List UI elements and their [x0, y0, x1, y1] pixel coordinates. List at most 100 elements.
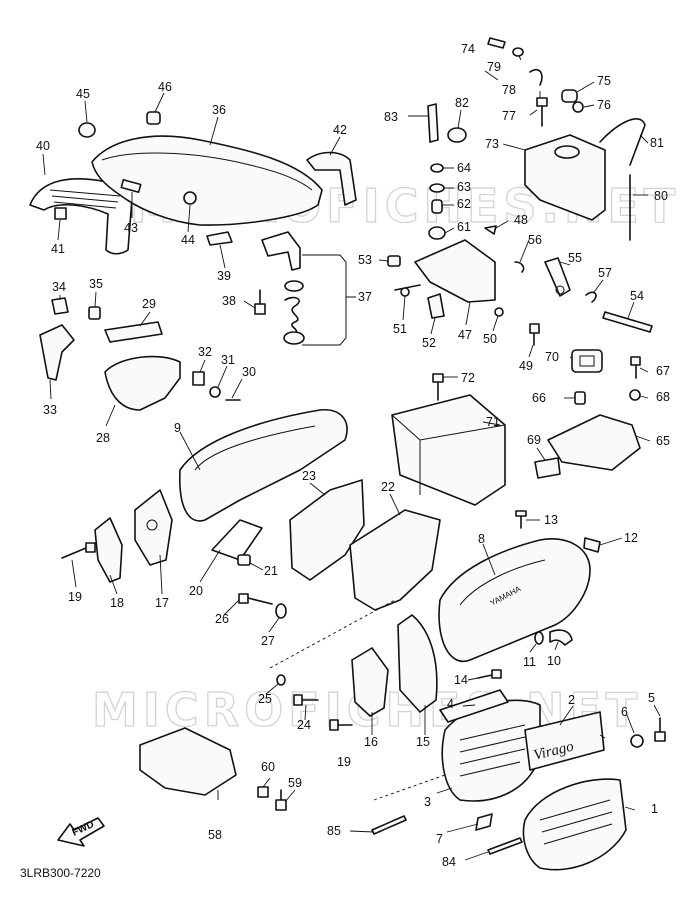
callout-73: 73 [485, 137, 499, 151]
bracket-37 [302, 254, 356, 346]
callout-62: 62 [457, 197, 471, 211]
callout-64: 64 [457, 161, 471, 175]
part-77-fitting [536, 97, 548, 127]
part-17-panel [134, 489, 173, 566]
callout-28: 28 [96, 431, 110, 445]
part-16-panel [351, 647, 389, 717]
part-19-bolt [61, 542, 96, 559]
part-22-plate [349, 509, 441, 611]
callout-19: 19 [68, 590, 82, 604]
part-21-grommet [237, 554, 251, 566]
callout-23: 23 [302, 469, 316, 483]
callout-20: 20 [189, 584, 203, 598]
callout-15: 15 [416, 735, 430, 749]
callout-60: 60 [261, 760, 275, 774]
callout-43: 43 [124, 221, 138, 235]
part-35-collar [88, 306, 101, 320]
part-70-damper [571, 349, 603, 373]
part-37-bracket [261, 231, 301, 271]
part-37-spring-set [283, 280, 305, 345]
callout-37: 37 [358, 290, 372, 304]
callout-27: 27 [261, 634, 275, 648]
callout-18: 18 [110, 596, 124, 610]
callout-63: 63 [457, 180, 471, 194]
part-63-washer [429, 183, 445, 193]
callout-45: 45 [76, 87, 90, 101]
part-78-clip [529, 68, 543, 86]
part-44-grommet [183, 191, 197, 205]
part-1-side-cover [522, 778, 627, 871]
part-65-bracket [547, 414, 641, 471]
callout-22: 22 [381, 480, 395, 494]
callout-26: 26 [215, 612, 229, 626]
callout-54: 54 [630, 289, 644, 303]
callout-4: 4 [447, 697, 454, 711]
part-47-bracket [414, 239, 496, 303]
part-64-cap [430, 163, 444, 173]
callout-3: 3 [424, 795, 431, 809]
callout-74: 74 [461, 42, 475, 56]
callout-32: 32 [198, 345, 212, 359]
part-51-pivot [394, 284, 421, 297]
part-66-grommet [574, 391, 586, 405]
callout-61: 61 [457, 220, 471, 234]
part-53-damper [387, 255, 401, 267]
part-3-side-cover [441, 699, 541, 802]
part-60-nut [257, 786, 269, 798]
part-29-pad [104, 321, 163, 343]
part-55-lever [544, 257, 571, 297]
callout-69: 69 [527, 433, 541, 447]
callout-55: 55 [568, 251, 582, 265]
callout-56: 56 [528, 233, 542, 247]
part-45-grommet [78, 122, 96, 138]
callout-68: 68 [656, 390, 670, 404]
callout-36: 36 [212, 103, 226, 117]
part-23-bracket [289, 479, 365, 581]
part-74-plug [487, 37, 506, 49]
callout-85: 85 [327, 824, 341, 838]
part-79-clamp [512, 47, 524, 57]
part-20-bracket [211, 519, 263, 561]
callout-70: 70 [545, 350, 559, 364]
callout-81: 81 [650, 136, 664, 150]
part-24-bolt [293, 694, 319, 706]
part-14-bolt [477, 669, 502, 679]
callout-75: 75 [597, 74, 611, 88]
callout-35: 35 [89, 277, 103, 291]
part-49-bolt [529, 323, 540, 346]
part-68-nut [629, 389, 641, 401]
part-81-hose [599, 118, 646, 166]
part-25-washer [276, 674, 286, 686]
part-11-grommet [534, 631, 544, 645]
callout-71: 71 [486, 415, 500, 429]
part-40-grab-rail [29, 178, 133, 255]
callout-13: 13 [544, 513, 558, 527]
part-33-bracket [39, 324, 75, 381]
part-39-plate [206, 231, 233, 246]
part-26-bolt [238, 593, 273, 605]
part-52-plate [427, 293, 445, 319]
callout-9: 9 [174, 421, 181, 435]
part-57-spring [585, 291, 597, 303]
callout-49: 49 [519, 359, 533, 373]
callout-65: 65 [656, 434, 670, 448]
part-28-cover [104, 355, 181, 411]
leader-lines [42, 55, 661, 861]
part-12-clip [583, 537, 601, 553]
callout-12: 12 [624, 531, 638, 545]
callout-11: 11 [523, 655, 536, 669]
part-73-reservoir [524, 134, 606, 221]
part-5-bolt [654, 717, 666, 742]
callout-80: 80 [654, 189, 668, 203]
callout-46: 46 [158, 80, 172, 94]
callout-58: 58 [208, 828, 222, 842]
callout-83: 83 [384, 110, 398, 124]
part-27-washer [275, 603, 287, 619]
part-46-cap [146, 111, 161, 125]
part-31-washer [209, 386, 221, 398]
part-38-bolt [254, 289, 266, 315]
part-10-damper [549, 629, 573, 646]
callout-7: 7 [436, 832, 443, 846]
callout-39: 39 [217, 269, 231, 283]
